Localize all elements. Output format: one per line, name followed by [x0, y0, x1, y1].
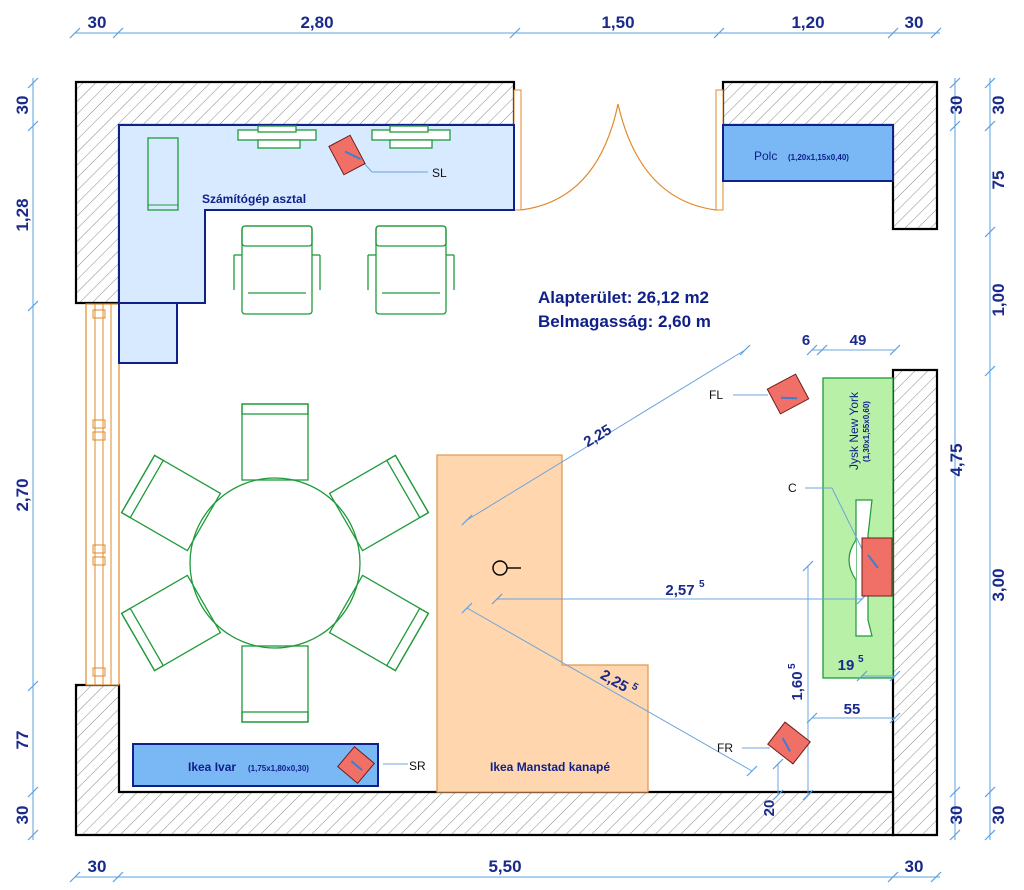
- sofa: Ikea Manstad kanapé: [436, 454, 649, 793]
- dist-fr-sup: 5: [630, 681, 641, 694]
- dining-chairs: [120, 403, 430, 723]
- dist-fl-label: 2,25: [581, 421, 615, 451]
- sofa-label: Ikea Manstad kanapé: [490, 760, 610, 774]
- dim-top-3: 1,20: [791, 13, 824, 32]
- fr-side-sup: 5: [787, 663, 798, 669]
- fr-depth-label: 55: [844, 701, 861, 718]
- speaker-fr-label: FR: [717, 741, 733, 755]
- niche-tv-label: 49: [850, 332, 867, 349]
- tv-stand: Jysk New York (1,30x1,55x0,60): [822, 377, 894, 679]
- computer-desk: Számítógép asztal: [118, 124, 515, 364]
- speaker-fr: [767, 721, 811, 765]
- fr-wall-label: 20: [761, 800, 778, 817]
- dim-right-outer-2: 1,00: [989, 283, 1008, 316]
- dim-bottom-2: 30: [905, 857, 924, 876]
- speaker-sl-label: SL: [432, 166, 447, 180]
- speaker-sr: [336, 745, 376, 785]
- dim-right-outer-3: 3,00: [989, 568, 1008, 601]
- door-top: [513, 89, 724, 211]
- dimension-labels: 30 2,80 1,50 1,20 30 30 5,50 30 30 1,28 …: [13, 13, 1008, 876]
- dim-top-0: 30: [88, 13, 107, 32]
- shelf-label: Polc: [754, 149, 777, 163]
- dim-right-outer-0: 30: [989, 96, 1008, 115]
- shelf: Polc (1,20x1,15x0,40): [722, 124, 894, 182]
- niche-small-label: 6: [802, 332, 810, 349]
- dim-bottom-1: 5,50: [488, 857, 521, 876]
- fr-side-group: 1,60 5: [787, 663, 806, 701]
- dim-right-inner-0: 30: [947, 96, 966, 115]
- speaker-c-label: C: [788, 481, 797, 495]
- cabinet-size: (1,75x1,80x0,30): [248, 764, 309, 773]
- dist-c-sup: 5: [699, 579, 705, 590]
- dimension-lines: [27, 27, 996, 883]
- dim-left-1: 1,28: [13, 198, 32, 231]
- desk-label: Számítógép asztal: [202, 192, 306, 206]
- c-offset-label: 19: [838, 657, 855, 674]
- dim-right-outer-1: 75: [989, 171, 1008, 190]
- speaker-fl: [766, 373, 810, 415]
- dim-top-1: 2,80: [300, 13, 333, 32]
- dim-right-outer-4: 30: [989, 806, 1008, 825]
- wall-right: [891, 368, 939, 837]
- dist-c-label: 2,57: [665, 582, 694, 599]
- cabinet: Ikea Ivar (1,75x1,80x0,30): [132, 743, 379, 787]
- dim-left-2: 2,70: [13, 478, 32, 511]
- speaker-sl: [328, 134, 366, 176]
- dining-table: [189, 477, 361, 649]
- cabinet-label: Ikea Ivar: [188, 760, 236, 774]
- dim-left-4: 30: [13, 806, 32, 825]
- dim-bottom-0: 30: [88, 857, 107, 876]
- dim-left-3: 77: [13, 731, 32, 750]
- room-area: Alapterület: 26,12 m2: [538, 288, 709, 307]
- dim-right-inner-2: 30: [947, 806, 966, 825]
- room-height: Belmagasság: 2,60 m: [538, 312, 711, 331]
- speaker-sr-label: SR: [409, 759, 426, 773]
- room-info: Alapterület: 26,12 m2 Belmagasság: 2,60 …: [538, 288, 711, 331]
- c-offset-sup: 5: [858, 654, 864, 665]
- fr-side-label: 1,60: [789, 671, 806, 700]
- office-chair-1: [233, 225, 321, 315]
- window-left: [85, 303, 120, 686]
- dim-top-2: 1,50: [601, 13, 634, 32]
- office-chair-2: [367, 225, 455, 315]
- tv-stand-size: (1,30x1,55x0,60): [862, 401, 871, 462]
- shelf-size: (1,20x1,15x0,40): [788, 153, 849, 162]
- speakers: SL FL C FR SR: [328, 134, 893, 785]
- tv-stand-label: Jysk New York: [847, 391, 861, 470]
- dim-right-inner-1: 4,75: [947, 443, 966, 476]
- dim-left-0: 30: [13, 96, 32, 115]
- speaker-c: [861, 537, 893, 597]
- speaker-fl-label: FL: [709, 388, 723, 402]
- dim-top-4: 30: [905, 13, 924, 32]
- walls: [74, 80, 939, 837]
